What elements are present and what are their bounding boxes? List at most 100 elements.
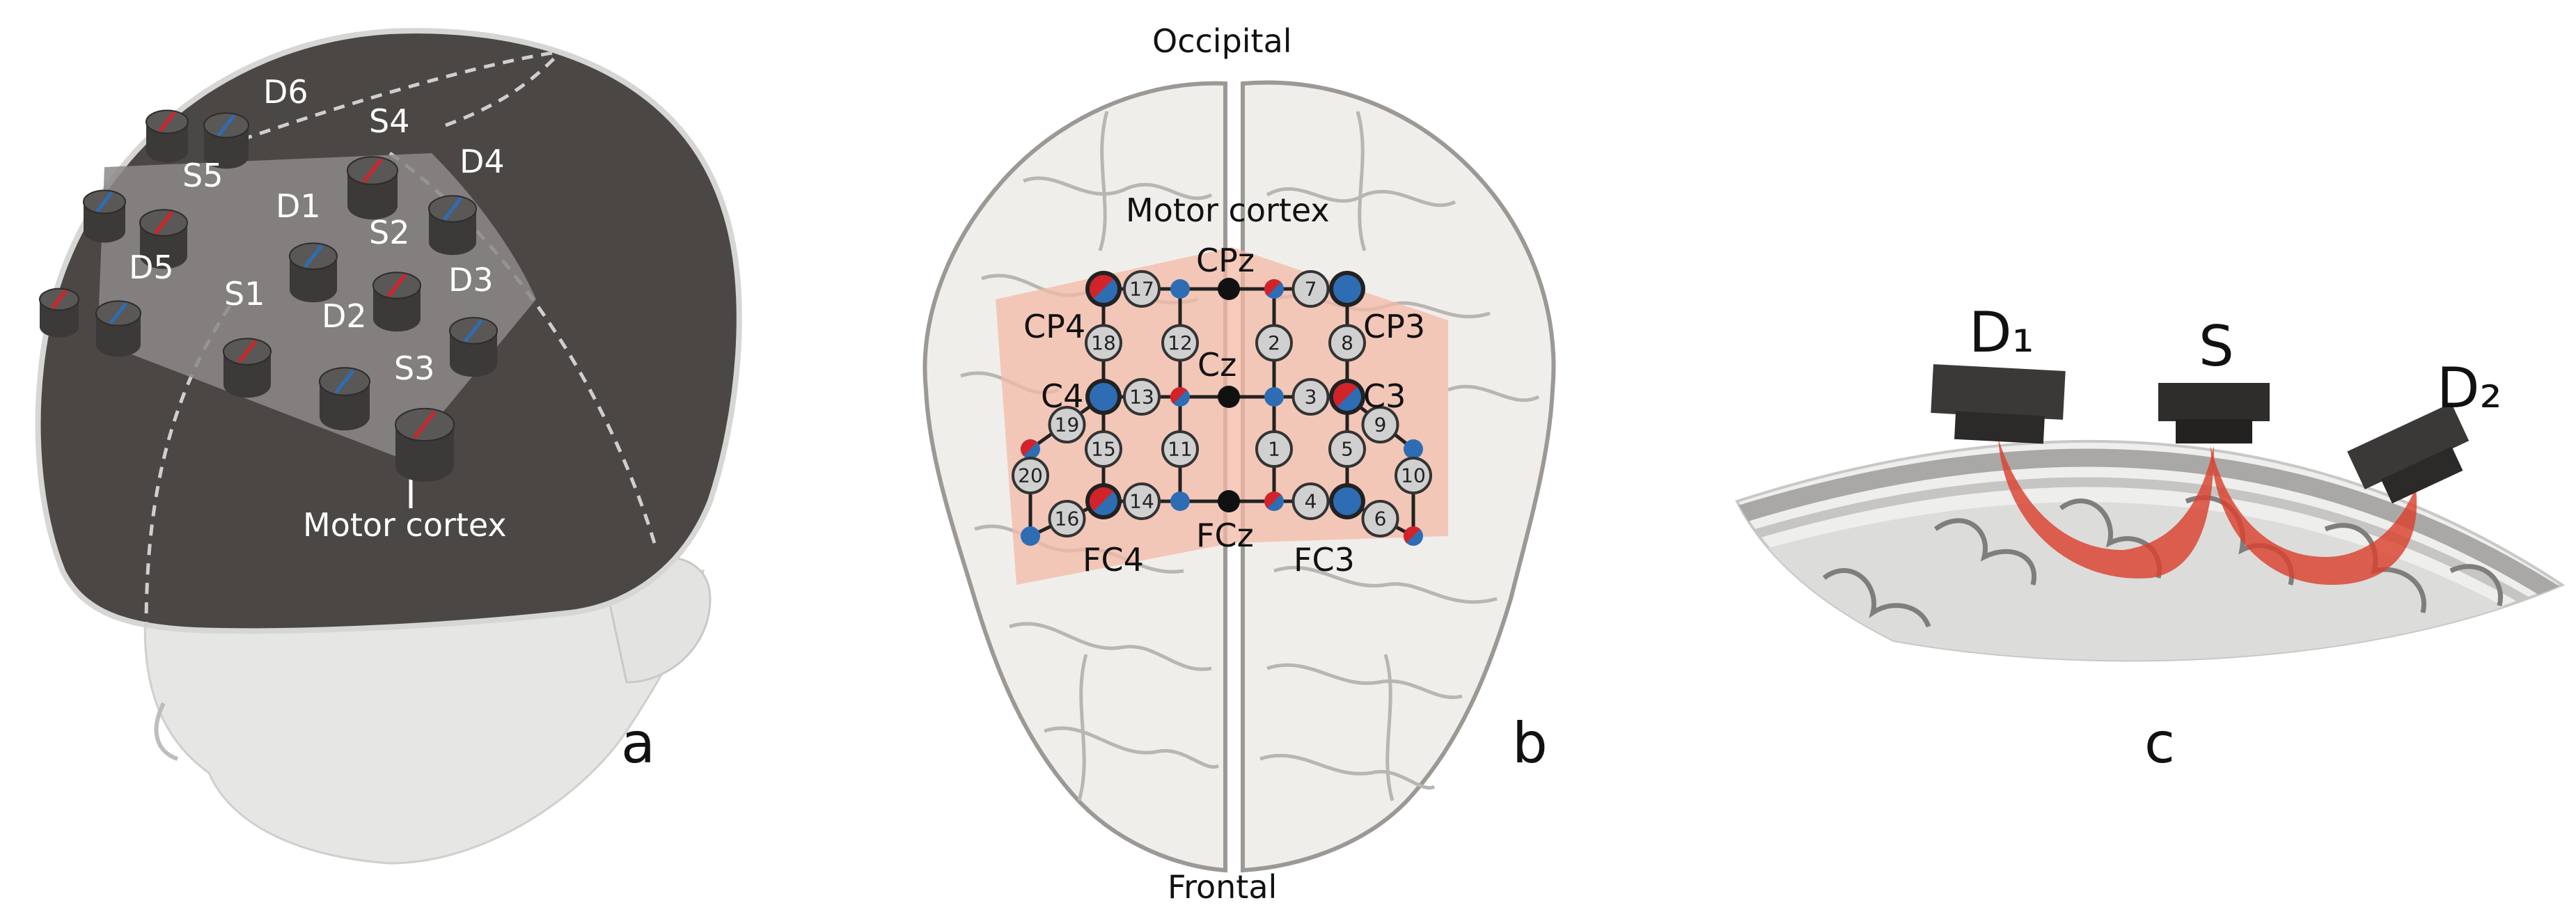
- electrode-label-fc3: FC3: [1294, 541, 1355, 579]
- channel-12: 12: [1161, 324, 1199, 362]
- channel-7: 7: [1291, 270, 1330, 308]
- channel-number: 5: [1341, 438, 1353, 461]
- midline-electrode: [1218, 490, 1240, 512]
- channel-number: 7: [1305, 278, 1317, 301]
- cap-guide-line: [222, 50, 558, 148]
- channel-18: 18: [1085, 324, 1122, 362]
- channel-number: 1: [1268, 438, 1280, 461]
- channel-number: 12: [1168, 331, 1193, 354]
- optode-label-s4: S4: [369, 102, 409, 140]
- optode-label-d7: D7: [75, 137, 120, 175]
- channel-6: 6: [1361, 500, 1399, 537]
- probe-label-s: S: [2199, 314, 2234, 379]
- optode-s3: [395, 407, 455, 482]
- optode-d5: [95, 300, 141, 357]
- optode-s6: [146, 109, 189, 163]
- optode-d1: [289, 242, 338, 303]
- optode-dot: [1021, 439, 1040, 459]
- electrode-optode: [1085, 483, 1122, 519]
- optode-label-s5: S5: [182, 157, 223, 194]
- electrode-label-cz: Cz: [1197, 346, 1236, 384]
- electrode-label-cp3: CP3: [1363, 308, 1425, 345]
- optode-s7: [39, 288, 79, 338]
- optode-s4: [347, 156, 398, 220]
- optode-label-d2: D2: [322, 297, 367, 335]
- probe-d1: [1931, 364, 2066, 444]
- optode-label-d6: D6: [263, 73, 308, 111]
- channel-number: 14: [1129, 490, 1154, 513]
- channel-17: 17: [1123, 270, 1161, 308]
- channel-20: 20: [1012, 457, 1049, 494]
- electrode-optode: [1329, 483, 1365, 519]
- probe-s: [2158, 383, 2270, 443]
- channel-number: 11: [1168, 438, 1193, 461]
- optode-dot: [1170, 279, 1190, 299]
- channel-13: 13: [1123, 378, 1161, 416]
- nose: [154, 702, 179, 761]
- electrode-optode: [1329, 271, 1365, 307]
- optode-d2: [319, 367, 370, 431]
- electrode-optode: [1085, 271, 1122, 307]
- channel-3: 3: [1291, 378, 1330, 416]
- optode-d3: [449, 317, 498, 377]
- optode-label-s1: S1: [224, 275, 265, 313]
- channel-9: 9: [1361, 406, 1399, 443]
- channel-number: 18: [1091, 331, 1116, 354]
- channel-number: 3: [1305, 386, 1317, 409]
- channel-16: 16: [1048, 500, 1086, 537]
- midline-electrode: [1218, 278, 1240, 300]
- photon-path-d1: [1998, 439, 2214, 579]
- optode-label-d5: D5: [129, 249, 174, 286]
- electrode-label-fc4: FC4: [1083, 541, 1144, 579]
- probe-d2: [2347, 402, 2469, 504]
- electrode-label-fcz: FCz: [1196, 517, 1254, 554]
- optode-label-d1: D1: [276, 187, 321, 225]
- motor-cortex-patch: [97, 153, 536, 460]
- channel-number: 4: [1305, 490, 1317, 513]
- optode-s2: [372, 272, 421, 332]
- electrode-optode: [1329, 379, 1365, 415]
- optode-d7: [83, 189, 126, 243]
- channel-number: 15: [1091, 438, 1116, 461]
- channel-10: 10: [1395, 457, 1432, 494]
- optode-group: [39, 109, 498, 482]
- frontal-label: Frontal: [1168, 868, 1277, 906]
- electrode-label-c4: C4: [1041, 377, 1083, 415]
- electrode-label-cp4: CP4: [1023, 308, 1085, 345]
- optode-label-s7: S7: [17, 238, 57, 276]
- channel-11: 11: [1161, 430, 1199, 468]
- channel-14: 14: [1123, 482, 1161, 520]
- channel-number: 19: [1055, 414, 1080, 437]
- channel-number: 10: [1401, 464, 1426, 487]
- cap-guide-line: [388, 151, 657, 544]
- occipital-label: Occipital: [1152, 22, 1292, 60]
- channel-19: 19: [1048, 406, 1086, 443]
- channel-number: 16: [1055, 508, 1080, 531]
- midline-electrode: [1218, 386, 1240, 408]
- optode-dot: [1264, 492, 1284, 511]
- optode-s5: [139, 209, 188, 269]
- optode-label-s3: S3: [394, 349, 434, 387]
- channel-number: 2: [1268, 331, 1280, 354]
- panel-a: Motor cortex S6 D6 S4 D7 S5 D4 D1 S2 S7 …: [17, 28, 742, 865]
- channel-number: 6: [1374, 508, 1387, 531]
- panel-letter-c: c: [2144, 711, 2175, 776]
- channel-8: 8: [1328, 324, 1366, 362]
- electrode-optode: [1085, 379, 1122, 415]
- optode-dot: [1404, 439, 1423, 459]
- optode-s1: [223, 338, 272, 398]
- probe-label-d2: D₂: [2437, 356, 2502, 421]
- optode-dot: [1170, 492, 1190, 511]
- optode-d6: [203, 112, 249, 169]
- channel-1: 1: [1255, 430, 1293, 468]
- optode-label-d3: D3: [448, 261, 494, 299]
- channel-4: 4: [1291, 482, 1330, 520]
- channel-number: 13: [1129, 386, 1154, 409]
- cap-guide-line: [445, 54, 558, 127]
- panel-c: D₁ S D₂ c: [1735, 300, 2566, 776]
- probe-label-d1: D₁: [1969, 300, 2034, 365]
- motor-cortex-label-b: Motor cortex: [1126, 191, 1330, 229]
